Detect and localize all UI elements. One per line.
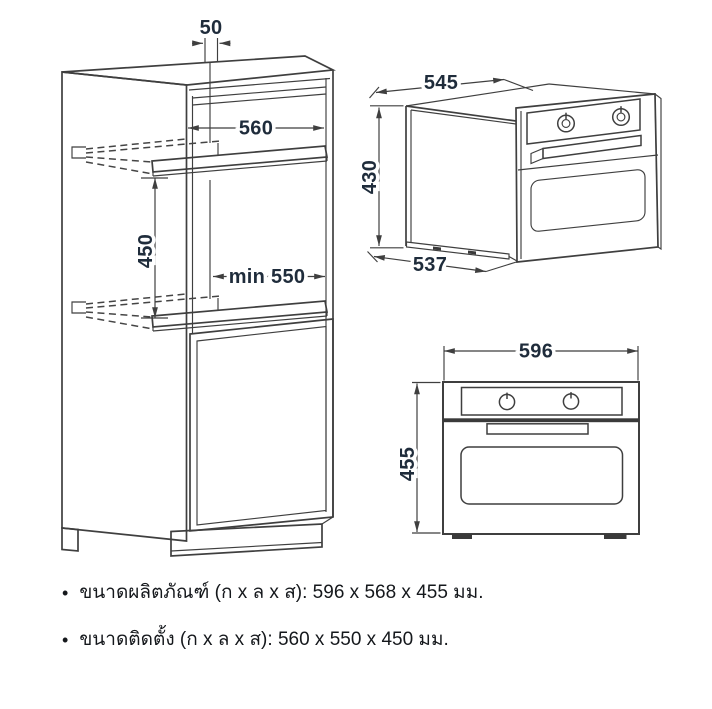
dim-extension [503, 78, 534, 92]
shelf-rail-dashed-line [85, 311, 153, 318]
niche-ceiling-edge [192, 93, 327, 106]
plinth-connector [321, 516, 334, 525]
dimension-drawing: 50 [61, 14, 662, 557]
door-seam [517, 154, 659, 171]
shelf-rail-dashed-line [85, 156, 153, 163]
oven-knob-right-inner [616, 112, 626, 122]
cabinet-door [189, 318, 334, 532]
shelf-rail-dashed-line [85, 140, 221, 154]
frame-right-side [654, 92, 662, 251]
shelf-rail-dashed-line [85, 138, 187, 150]
shelf-rail-clip [71, 146, 86, 159]
note-installation-dimensions: • ขนาดติดตั้ง (ก x ล x ส): 560 x 550 x 4… [62, 627, 449, 653]
dim-label-niche-height: 450 [135, 234, 157, 268]
cabinet-niche-view: 50 [61, 14, 336, 557]
oven-foot [452, 534, 472, 539]
cabinet-top-inner-edge [188, 77, 331, 91]
door-handle-end [530, 147, 544, 165]
carcass-top-right-edge [548, 83, 656, 95]
cabinet-top-face [61, 55, 336, 86]
dim-label-width: 596 [519, 341, 553, 363]
dim-label-height: 455 [397, 447, 419, 481]
door-handle [486, 423, 589, 435]
upper-shelf-front-edge [152, 160, 328, 177]
oven-foot [433, 246, 441, 251]
shelf-rail-dashed-line [85, 295, 221, 309]
oven-front-view: 596 455 [394, 337, 640, 539]
shelf-rail-clip [71, 301, 86, 314]
door-handle [542, 134, 642, 160]
lower-shelf-front-edge [152, 315, 328, 332]
dim-label-top-depth: 545 [424, 72, 458, 94]
cabinet-door-inner-line [196, 325, 327, 526]
niche-top-edge [192, 86, 327, 99]
dim-extension [485, 260, 519, 273]
oven-front-frame [515, 93, 659, 263]
bullet-icon: • [62, 630, 69, 650]
carcass-top-depth-edge [405, 105, 517, 122]
shelf-rail-dashed-line [85, 316, 154, 330]
dim-line-bottom-depth [373, 255, 487, 273]
oven-knob-left-inner [561, 119, 571, 128]
plinth-inner-line [170, 541, 323, 552]
door-window [460, 446, 624, 505]
oven-foot [468, 250, 476, 255]
dim-label-top-gap: 50 [200, 17, 223, 39]
oven-foot [604, 534, 627, 539]
panel-door-separator [443, 418, 639, 423]
oven-front-outline [442, 381, 640, 535]
dim-label-niche-width: 560 [239, 118, 273, 140]
control-panel [526, 98, 641, 145]
note-product-dimensions-text: ขนาดผลิตภัณฑ์ (ก x ล x ส): 596 x 568 x 4… [79, 582, 484, 603]
bullet-icon: • [62, 583, 69, 603]
control-panel [460, 386, 623, 416]
dim-label-height: 430 [359, 160, 381, 194]
dim-label-niche-depth: min 550 [229, 266, 306, 288]
cabinet-foot [61, 527, 79, 552]
door-window [530, 169, 646, 232]
note-product-dimensions: • ขนาดผลิตภัณฑ์ (ก x ล x ส): 596 x 568 x… [62, 580, 484, 606]
plinth [170, 523, 323, 557]
dim-label-bottom-depth: 537 [413, 254, 447, 276]
rail-connector [508, 255, 518, 262]
carcass-top-depth-inner-edge [410, 109, 517, 125]
cabinet-side-panel [61, 71, 188, 542]
carcass-bottom-rail [405, 241, 510, 260]
note-installation-dimensions-text: ขนาดติดตั้ง (ก x ล x ส): 560 x 550 x 450… [79, 629, 449, 650]
dim-line-top-depth [375, 77, 505, 95]
shelf-rail-dashed-line [85, 293, 187, 305]
shelf-rail-dashed-line [85, 161, 154, 175]
oven-3d-view: 545 430 537 [356, 69, 662, 280]
